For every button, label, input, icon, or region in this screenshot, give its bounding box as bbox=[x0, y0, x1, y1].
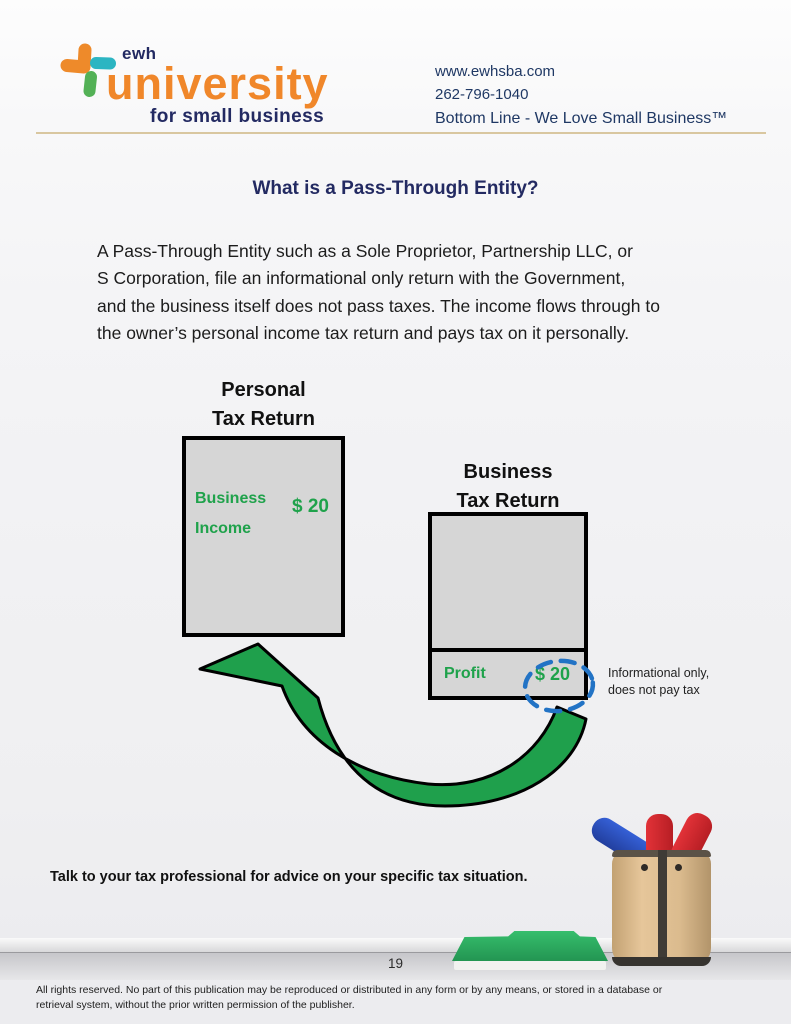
cup-strap bbox=[658, 850, 667, 966]
marker-cup-icon bbox=[612, 850, 711, 966]
personal-tax-return-box: Business Income $ 20 bbox=[182, 436, 345, 637]
business-title-line1: Business bbox=[463, 461, 553, 483]
business-title-line2: Tax Return bbox=[456, 490, 560, 512]
informational-note-line2: does not pay tax bbox=[608, 683, 700, 697]
profit-value: $ 20 bbox=[534, 663, 570, 684]
logo-university-text: university bbox=[106, 58, 329, 109]
advice-note: Talk to your tax professional for advice… bbox=[50, 869, 528, 885]
copyright-notice: All rights reserved. No part of this pub… bbox=[36, 983, 776, 1012]
business-income-label-line2: Income bbox=[195, 520, 252, 537]
intro-paragraph: A Pass-Through Entity such as a Sole Pro… bbox=[97, 238, 660, 348]
business-income-value: $ 20 bbox=[292, 496, 329, 517]
personal-title-line1: Personal bbox=[221, 379, 306, 401]
header-divider bbox=[36, 132, 766, 134]
business-box-title: Business Tax Return bbox=[428, 458, 588, 516]
personal-title-line2: Tax Return bbox=[212, 408, 315, 430]
business-tax-return-box: Profit $ 20 bbox=[428, 512, 588, 700]
logo-ewh-text: ewh bbox=[122, 44, 157, 63]
informational-note: Informational only, does not pay tax bbox=[608, 665, 738, 699]
ewh-logo-icon bbox=[60, 43, 116, 97]
copyright-line1: All rights reserved. No part of this pub… bbox=[36, 984, 663, 996]
eraser-top bbox=[452, 931, 608, 961]
phone-text: 262-796-1040 bbox=[435, 86, 529, 103]
business-income-label-line1: Business bbox=[195, 490, 267, 507]
page-number: 19 bbox=[387, 956, 404, 971]
profit-row: Profit $ 20 bbox=[428, 648, 588, 700]
cup-rivet bbox=[675, 864, 682, 871]
logo-tagline: for small business bbox=[150, 106, 325, 127]
whiteboard-eraser-icon bbox=[452, 931, 608, 970]
business-income-label: Business Income bbox=[195, 484, 266, 544]
slogan-text: Bottom Line - We Love Small Business™ bbox=[435, 110, 728, 127]
eraser-base bbox=[454, 961, 606, 970]
website-text: www.ewhsba.com bbox=[435, 63, 556, 80]
intro-line: A Pass-Through Entity such as a Sole Pro… bbox=[97, 241, 633, 261]
copyright-line2: retrieval system, without the prior writ… bbox=[36, 998, 355, 1011]
profit-label: Profit bbox=[444, 665, 486, 682]
cup-rivet bbox=[641, 864, 648, 871]
intro-line: the owner’s personal income tax return a… bbox=[97, 323, 630, 344]
personal-box-title: Personal Tax Return bbox=[182, 376, 345, 434]
intro-line: S Corporation, file an informational onl… bbox=[97, 268, 626, 289]
contact-block: www.ewhsba.com 262-796-1040 Bottom Line … bbox=[435, 60, 727, 130]
intro-line: and the business itself does not pass ta… bbox=[97, 295, 660, 316]
informational-note-line1: Informational only, bbox=[608, 666, 710, 680]
page-title: What is a Pass-Through Entity? bbox=[252, 178, 539, 199]
